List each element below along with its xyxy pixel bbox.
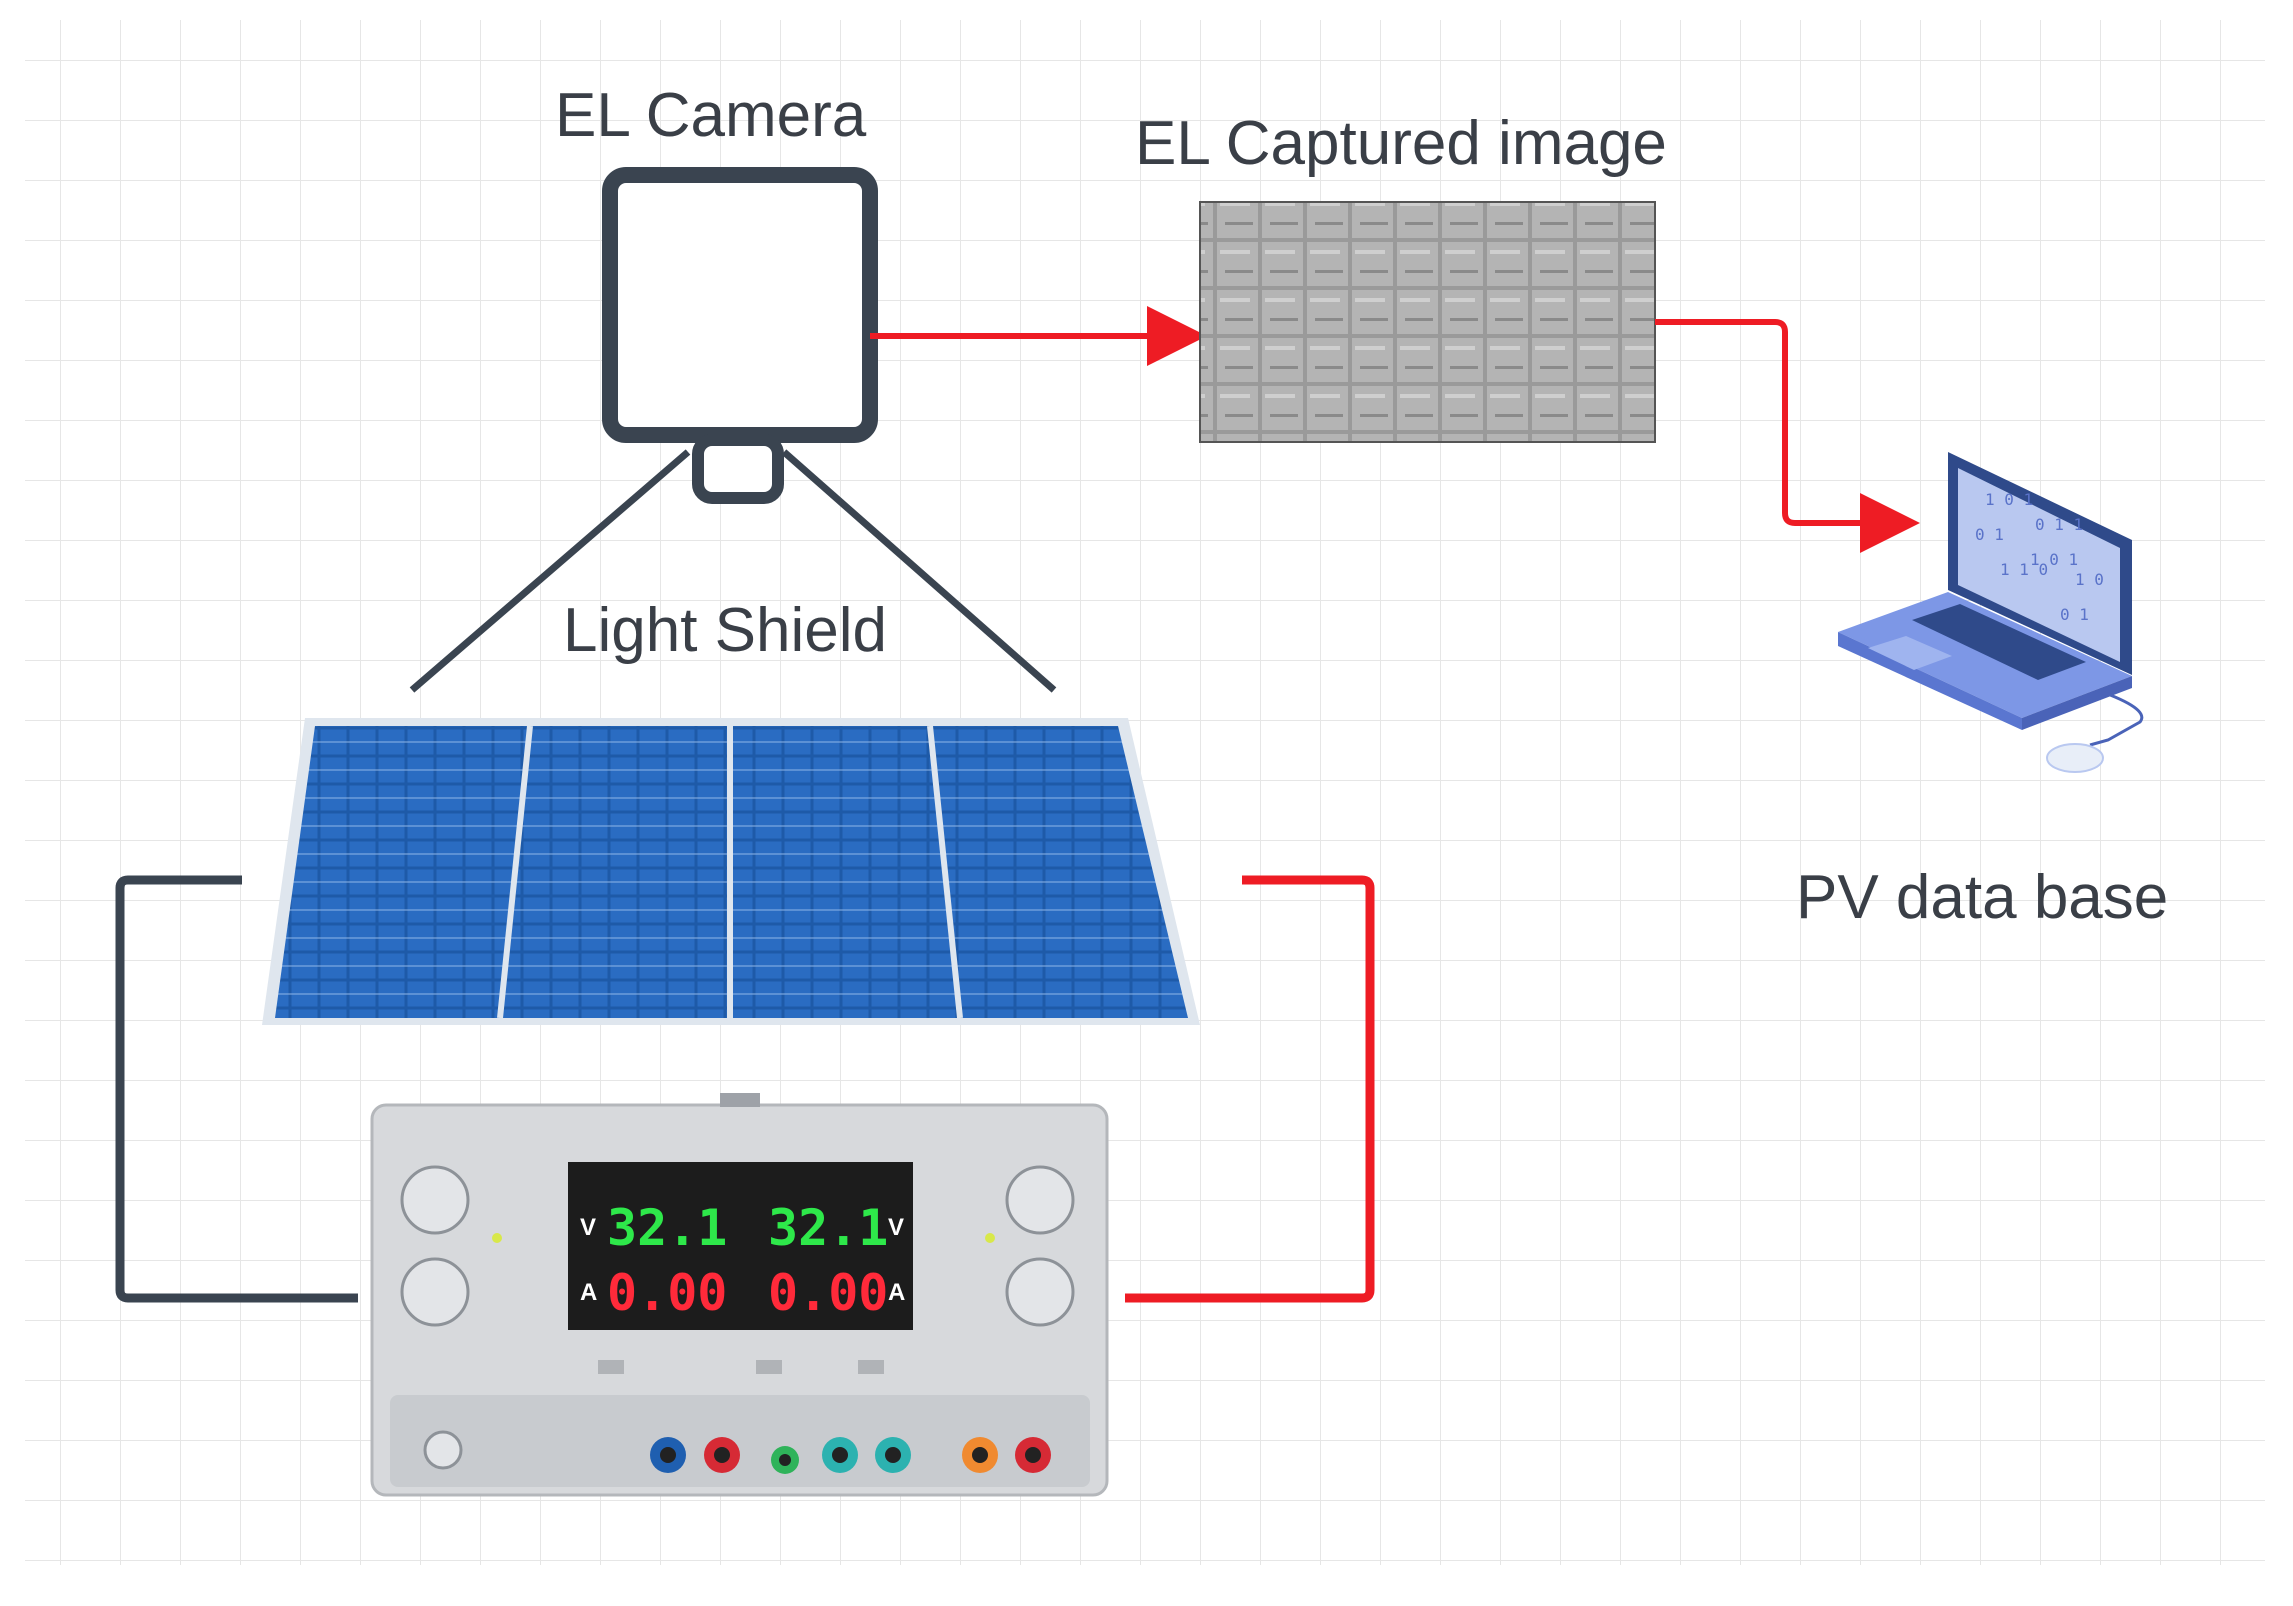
knob-a-left xyxy=(400,1257,470,1327)
light-shield-right-line xyxy=(781,449,1057,693)
display-current-right: 0.00 xyxy=(768,1264,888,1322)
el-captured-image xyxy=(1199,201,1656,443)
label-el-camera: EL Camera xyxy=(555,81,867,150)
svg-text:1 0 1: 1 0 1 xyxy=(1985,490,2033,509)
svg-text:0 1 1: 0 1 1 xyxy=(2035,515,2083,534)
power-supply xyxy=(370,1093,1109,1497)
display-voltage-left: 32.1 xyxy=(607,1199,727,1257)
display-unit-v-right: V xyxy=(888,1214,904,1241)
svg-text:1 0 1: 1 0 1 xyxy=(2030,550,2078,569)
knob-v-right xyxy=(1005,1165,1075,1235)
display-unit-v-left: V xyxy=(580,1214,596,1241)
knob-a-right xyxy=(1005,1257,1075,1327)
image-to-database-arrow xyxy=(1655,319,1920,553)
knob-v-left xyxy=(400,1165,470,1235)
light-shield-left-line xyxy=(409,449,691,693)
display-unit-a-right: A xyxy=(888,1279,905,1306)
dark-wire xyxy=(115,875,358,1303)
label-el-captured-image: EL Captured image xyxy=(1135,109,1667,178)
laptop-icon: 1 0 10 1 1 0 11 0 1 1 01 1 0 0 1 xyxy=(1838,452,2144,773)
solar-panel xyxy=(262,718,1200,1025)
label-pv-data-base: PV data base xyxy=(1796,863,2169,932)
label-light-shield: Light Shield xyxy=(563,596,888,665)
svg-text:1 0: 1 0 xyxy=(2075,570,2104,589)
display-current-left: 0.00 xyxy=(607,1264,727,1322)
display-unit-a-left: A xyxy=(580,1279,597,1306)
svg-text:0 1: 0 1 xyxy=(2060,605,2089,624)
red-wire xyxy=(1125,875,1375,1303)
svg-text:1 1 0: 1 1 0 xyxy=(2000,560,2048,579)
svg-text:0 1: 0 1 xyxy=(1975,525,2004,544)
display-voltage-right: 32.1 xyxy=(768,1199,888,1257)
el-camera-icon xyxy=(602,167,878,504)
